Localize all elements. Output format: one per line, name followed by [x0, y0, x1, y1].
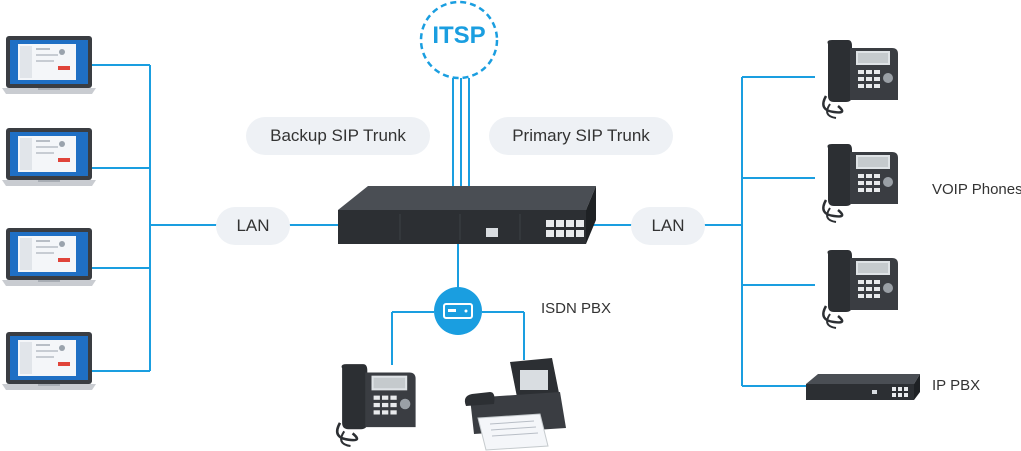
cloud-icon [419, 0, 499, 80]
desk-phone-icon [335, 362, 417, 448]
ip-pbx-label: IP PBX [932, 377, 981, 394]
ip-pbx-device [806, 374, 920, 400]
itsp-label: ITSP [432, 22, 486, 49]
laptop-icon [2, 228, 96, 286]
voip-phones-label: VOIP Phones [932, 181, 1021, 198]
isdn-pbx-icon [434, 287, 482, 335]
gateway-icon [338, 186, 596, 244]
laptop-icon [2, 36, 96, 94]
backup-sip-trunk-label: Backup SIP Trunk [246, 117, 430, 155]
desk-phone-icon [822, 38, 900, 120]
desk-phone-icon [822, 248, 900, 330]
primary-sip-trunk-label: Primary SIP Trunk [489, 117, 673, 155]
fax-icon [464, 358, 566, 451]
isdn-pbx-label: ISDN PBX [541, 300, 612, 317]
lan-label-right: LAN [631, 207, 705, 245]
laptop-icon [2, 128, 96, 186]
itsp-cloud [419, 0, 499, 80]
laptop-icon [2, 332, 96, 390]
desk-phone-icon [822, 142, 900, 224]
lan-label-left: LAN [216, 207, 290, 245]
